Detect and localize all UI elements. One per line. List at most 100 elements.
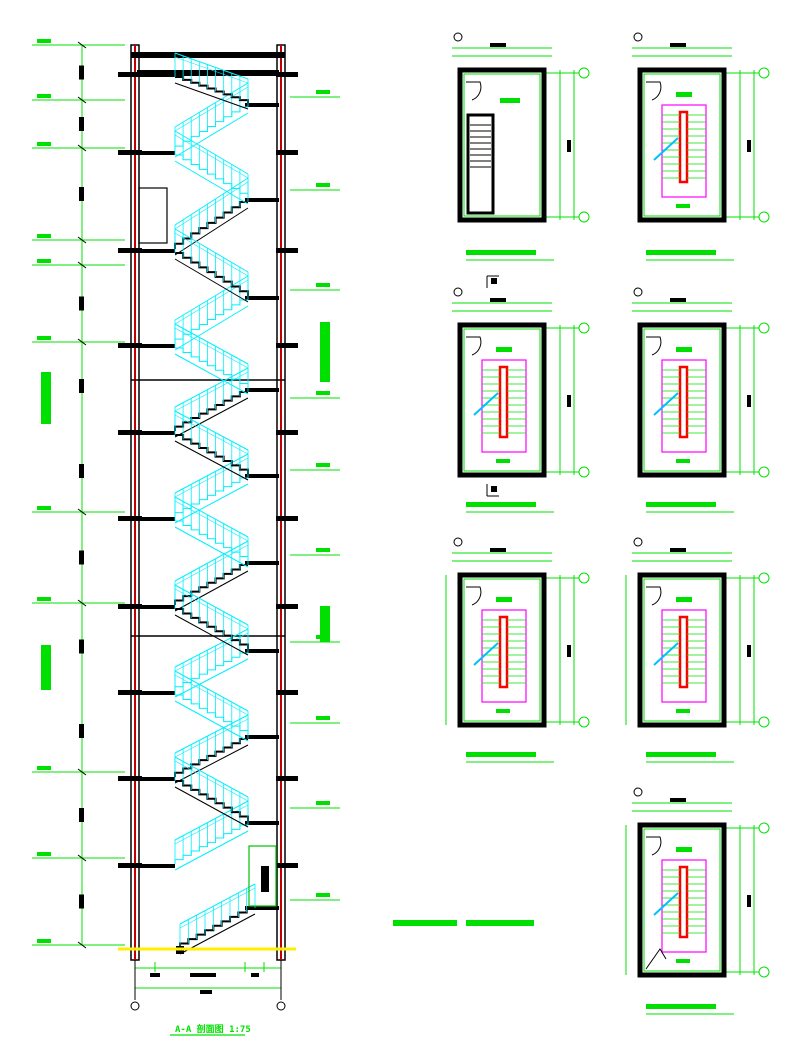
axis-bubble	[758, 322, 770, 334]
stair-flight	[174, 82, 249, 158]
door-opening-ground	[248, 845, 277, 907]
floor-slab-left	[118, 516, 142, 521]
stair-stringer	[174, 353, 249, 395]
axis-bubble	[758, 716, 770, 728]
cut-break-line	[653, 892, 679, 916]
handrail-inner	[174, 500, 249, 542]
stair-stringer	[174, 658, 249, 698]
stair-stringer	[179, 913, 256, 955]
bottom-dimensions	[130, 960, 286, 1011]
handrail-center	[678, 615, 689, 689]
stair-steps	[175, 347, 249, 388]
handrail-inner	[174, 327, 249, 369]
handrail-center	[678, 110, 689, 184]
level-mark-text	[37, 766, 51, 770]
plan-dim-value	[567, 140, 571, 152]
dimension-value	[79, 894, 84, 909]
handrail-inner	[174, 414, 249, 455]
mid-landing-slab	[245, 296, 279, 300]
plan-caption-glyphs	[466, 752, 536, 757]
stair-steps	[174, 564, 248, 605]
floor-slab-right	[276, 343, 298, 348]
stair-section: A-A 剖面图 1:75	[32, 39, 340, 1036]
axis-bubble-right	[276, 1001, 286, 1011]
stair-flight	[174, 410, 249, 481]
landing-slab	[137, 344, 175, 348]
cut-break-line	[473, 642, 499, 666]
axis-bubble	[578, 716, 590, 728]
axis-bubble	[453, 537, 463, 547]
axis-bubble	[758, 67, 770, 79]
up-arrow-label	[676, 347, 692, 352]
stair-steps	[175, 434, 249, 474]
level-mark-text	[37, 142, 51, 146]
dimension-tick	[77, 338, 87, 346]
dimension-tick	[77, 236, 87, 244]
level-mark-text	[316, 716, 330, 720]
stair-flights	[174, 52, 256, 955]
entry-door	[645, 948, 667, 970]
floor-slab-right	[276, 604, 298, 609]
floor-slab-right	[276, 516, 298, 521]
up-arrow-label	[496, 347, 512, 352]
level-mark-text	[37, 852, 51, 856]
roof-slab	[131, 52, 285, 58]
floor-slab-left	[118, 248, 142, 253]
plan-caption-glyphs	[646, 1004, 716, 1009]
handrail-center	[678, 865, 689, 939]
floor-slab-right	[276, 776, 298, 781]
handrail	[174, 584, 249, 626]
stair-steps	[175, 780, 249, 821]
stair-steps	[175, 520, 249, 561]
door-swing	[646, 81, 662, 101]
stair-flight	[174, 670, 249, 742]
stair-steps	[179, 907, 255, 948]
axis-bubble	[578, 572, 590, 584]
floor-slab-left	[118, 343, 142, 348]
stair-stringer	[174, 526, 249, 568]
stair-steps	[175, 154, 249, 198]
plan-dim-value	[490, 548, 506, 552]
up-arrow-label	[676, 597, 692, 602]
plan-dim-value	[670, 43, 686, 47]
stair-plan-2	[632, 32, 770, 223]
level-mark-text	[316, 463, 330, 467]
handrail-inner	[174, 181, 249, 230]
section-caption: A-A 剖面图 1:75	[175, 1023, 251, 1035]
dimension-value	[79, 808, 84, 822]
landing-slab	[137, 777, 175, 781]
plan-caption-glyphs	[646, 752, 716, 757]
dimension-tick	[77, 41, 87, 49]
floor-slab-left	[118, 604, 142, 609]
stair-flight	[174, 756, 249, 828]
stair-stringer	[174, 614, 249, 656]
axis-bubble	[758, 466, 770, 478]
level-mark-text	[37, 336, 51, 340]
stair-plans	[445, 32, 770, 1015]
dimension-value	[79, 65, 84, 80]
handrail	[174, 228, 249, 273]
stair-plan-7	[625, 787, 770, 978]
stair-flight	[174, 323, 249, 395]
mid-landing-slab	[245, 735, 279, 739]
handrail	[174, 82, 249, 128]
axis-bubble-left	[130, 1001, 140, 1011]
axis-bubble	[578, 466, 590, 478]
plan-walls	[637, 572, 727, 728]
railing-outline	[661, 104, 707, 198]
plan-dim-value	[567, 395, 571, 407]
mid-landing-slab	[245, 649, 279, 653]
floor-slab-left	[118, 430, 142, 435]
stair-steps	[174, 391, 248, 431]
landing-slab	[137, 73, 175, 77]
handrail-inner	[174, 760, 249, 802]
dimension-tick	[77, 508, 87, 516]
stair-steps	[174, 106, 248, 151]
handrail	[174, 130, 249, 175]
level-mark-text	[37, 597, 51, 601]
stair-stringer	[174, 786, 249, 828]
level-mark-text	[316, 283, 330, 287]
axis-bubble	[453, 32, 463, 42]
axis-bubble	[578, 67, 590, 79]
axis-bubble	[758, 211, 770, 223]
